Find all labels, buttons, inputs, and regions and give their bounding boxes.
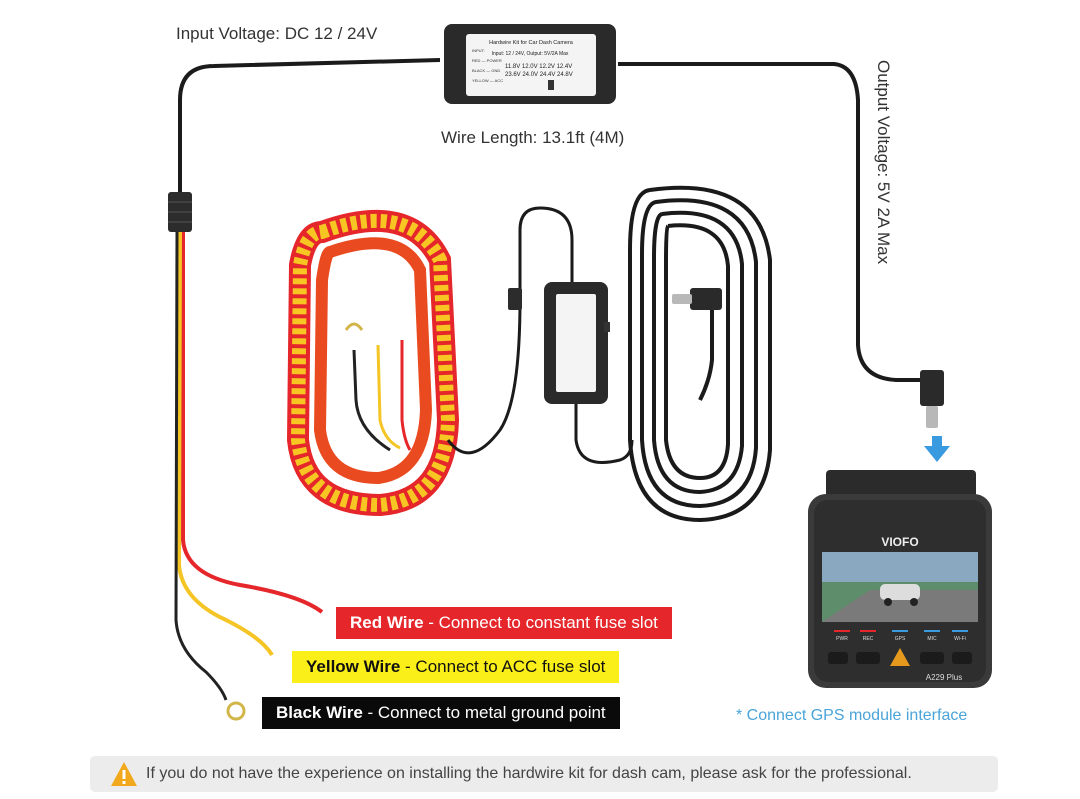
black-wire: [174, 231, 228, 701]
dash-cam: VIOFO PWR REC GPS MIC Wi-Fi A229 Plus: [808, 470, 992, 688]
btn-label-2: GPS: [895, 636, 906, 642]
usb-c-plug-right: [920, 370, 944, 428]
yellow-wire: [176, 231, 274, 657]
coil-fork: [344, 322, 364, 331]
red-wire-name: Red Wire: [350, 613, 424, 632]
warning-bar: If you do not have the experience on ins…: [90, 756, 998, 792]
dash-cam-brand: VIOFO: [881, 535, 918, 549]
module-legend-2: BLACK — GND: [472, 68, 500, 73]
gps-note: * Connect GPS module interface: [736, 707, 968, 724]
usb-c-plug-inner: [672, 288, 722, 310]
module-row-1: 11.8V 12.0V 12.2V 12.4V: [505, 64, 572, 70]
coil-yellow-tail: [376, 344, 401, 450]
black-wire-desc: - Connect to metal ground point: [362, 703, 606, 722]
down-arrow-icon: [924, 436, 950, 462]
wire-length-label: Wire Length: 13.1ft (4M): [441, 128, 625, 147]
btn-label-3: MIC: [927, 636, 937, 642]
red-wire: [181, 232, 324, 614]
inline-connector: [508, 288, 522, 310]
black-wire-name: Black Wire: [276, 703, 363, 722]
module-row-2: 23.6V 24.0V 24.4V 24.8V: [505, 72, 573, 78]
red-wire-tag: Red Wire - Connect to constant fuse slot: [336, 607, 672, 639]
black-wire-tag: Black Wire - Connect to metal ground poi…: [262, 697, 620, 729]
module-legend-1: RED — POWER: [472, 58, 502, 63]
module-legend-3: YELLOW — ACC: [472, 78, 503, 83]
input-cable: [178, 58, 441, 195]
dash-cam-model: A229 Plus: [926, 673, 962, 682]
btn-label-4: Wi-Fi: [954, 636, 966, 642]
warning-text: If you do not have the experience on ins…: [146, 765, 912, 782]
black-coil: [628, 185, 772, 523]
emergency-icon: [890, 648, 910, 666]
ground-ring: [226, 701, 246, 721]
output-voltage-label: Output Voltage: 5V 2A Max: [874, 60, 893, 265]
module-spec: Input: 12 / 24V, Output: 5V/2A Max: [492, 51, 569, 57]
coil-black-tail: [352, 349, 391, 452]
red-wire-desc: - Connect to constant fuse slot: [423, 613, 658, 632]
module-title: Hardwire Kit for Car Dash Camera: [489, 40, 574, 46]
btn-label-1: REC: [863, 636, 874, 642]
hardwire-module-middle: [544, 282, 610, 404]
module-to-coil: [574, 404, 634, 464]
red-yellow-coil: [286, 209, 460, 517]
btn-label-0: PWR: [836, 636, 848, 642]
hardwire-module-top: Hardwire Kit for Car Dash Camera Input: …: [444, 24, 616, 104]
coil-red-tail: [400, 340, 412, 451]
yellow-wire-tag: Yellow Wire - Connect to ACC fuse slot: [292, 651, 620, 683]
inner-usb-cable: [698, 300, 714, 401]
warning-triangle-icon: [111, 762, 137, 786]
module-legend-0: INPUT:: [472, 48, 485, 53]
input-voltage-label: Input Voltage: DC 12 / 24V: [176, 24, 378, 43]
fuse-connector: [168, 192, 192, 232]
yellow-wire-name: Yellow Wire: [306, 657, 401, 676]
yellow-wire-desc: - Connect to ACC fuse slot: [400, 657, 606, 676]
output-cable: [618, 62, 920, 382]
